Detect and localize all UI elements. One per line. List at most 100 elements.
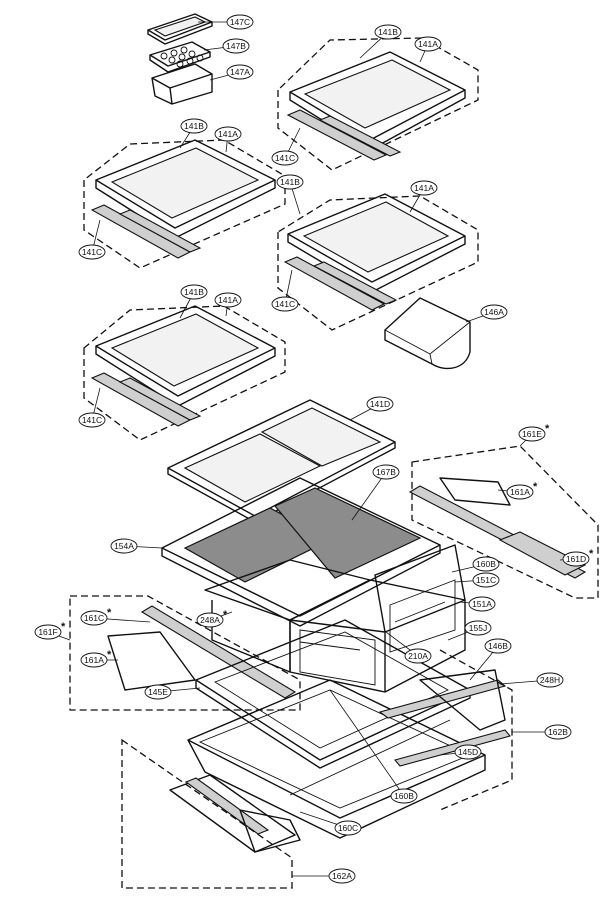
label-bubble <box>410 180 438 196</box>
callout-p160C: 160C <box>299 811 362 836</box>
callout-s1_141C: 141C <box>271 127 301 166</box>
egg-tray <box>149 41 211 67</box>
label-bubble <box>78 412 106 428</box>
part-number-label: 147B <box>226 41 246 51</box>
callout-s2_141B: 141B <box>179 118 208 149</box>
part-number-label: 145E <box>148 687 168 697</box>
part-number-label: 161D <box>566 554 586 564</box>
part-number-label: 151A <box>472 599 492 609</box>
callout-p155J: 155J <box>447 620 492 641</box>
callout-p154A: 154A <box>110 538 163 554</box>
part-number-label: 161A <box>84 655 104 665</box>
egg-tray-assembly <box>147 13 213 105</box>
callout-p161F: 161F* <box>34 621 71 641</box>
callout-p161C: 161C* <box>80 607 151 626</box>
callout-layer: 147C147B147A141B141A141C141B141A141C141B… <box>34 14 594 884</box>
callout-s3_141C: 141C <box>271 269 299 312</box>
callout-p147B: 147B <box>203 38 250 54</box>
callout-p145D: 145D <box>439 744 482 760</box>
part-number-label: 161E <box>522 429 542 439</box>
label-bubble <box>472 572 500 588</box>
part-number-label: 248H <box>540 675 560 685</box>
callout-s4_141C: 141C <box>78 387 106 428</box>
callout-p147C: 147C <box>198 14 254 30</box>
right-rail-assembly <box>408 445 599 599</box>
label-bubble <box>328 868 356 884</box>
label-bubble <box>536 672 564 688</box>
callout-s1_141B: 141B <box>359 24 402 59</box>
callout-p161A_r: 161A* <box>497 481 538 500</box>
label-bubble <box>468 596 496 612</box>
label-bubble <box>372 464 400 480</box>
callout-p161E: 161E* <box>518 423 550 447</box>
label-bubble <box>80 652 108 668</box>
part-number-label: 146B <box>488 641 508 651</box>
crisper-cover-glass <box>167 399 396 523</box>
part-number-label: 161C <box>84 613 104 623</box>
left-rail-assembly <box>69 595 301 711</box>
part-number-label: 141B <box>184 287 204 297</box>
label-bubble <box>562 551 590 567</box>
label-bubble <box>78 244 106 260</box>
part-number-label: 141D <box>370 399 390 409</box>
crisper-cover-frame <box>161 477 441 627</box>
part-number-label: 155J <box>469 623 487 633</box>
label-bubble <box>414 36 442 52</box>
part-number-label: 160C <box>338 823 358 833</box>
right-enclosure <box>439 649 513 811</box>
part-number-label: 210A <box>408 651 428 661</box>
callout-s2_141C: 141C <box>78 219 106 260</box>
shelf-2 <box>83 139 286 269</box>
label-bubble <box>544 724 572 740</box>
part-number-label: 151C <box>476 575 496 585</box>
asterisk-mark: * <box>107 607 112 619</box>
part-number-label: 141A <box>418 39 438 49</box>
part-number-label: 160B <box>394 791 414 801</box>
callout-p161D: 161D* <box>559 548 594 567</box>
part-number-label: 147C <box>230 17 250 27</box>
label-bubble <box>454 744 482 760</box>
callout-p167B: 167B <box>351 464 400 521</box>
label-bubble <box>34 624 62 640</box>
label-bubble <box>214 126 242 142</box>
callout-s1_141A: 141A <box>414 36 442 63</box>
label-bubble <box>222 38 250 54</box>
callout-p146B: 146B <box>469 638 512 681</box>
label-bubble <box>334 820 362 836</box>
shelf-1 <box>277 37 479 171</box>
asterisk-mark: * <box>533 481 538 493</box>
callout-s4_141B: 141B <box>179 284 208 319</box>
part-number-label: 162A <box>332 871 352 881</box>
part-number-label: 167B <box>376 467 396 477</box>
label-bubble <box>180 284 208 300</box>
leader-line <box>329 689 405 797</box>
part-number-label: 141B <box>280 177 300 187</box>
label-bubble <box>480 304 508 320</box>
label-bubble <box>110 538 138 554</box>
callout-p248A: 248A* <box>196 609 233 628</box>
label-bubble <box>404 648 432 664</box>
label-bubble <box>144 684 172 700</box>
part-number-label: 141B <box>378 27 398 37</box>
label-bubble <box>464 620 492 636</box>
shelf-4 <box>83 305 286 441</box>
callout-p210A: 210A <box>385 631 432 664</box>
label-bubble <box>472 556 500 572</box>
part-number-label: 141A <box>414 183 434 193</box>
callout-s2_141A: 141A <box>214 126 242 153</box>
label-bubble <box>271 150 299 166</box>
label-bubble <box>390 788 418 804</box>
egg-bin <box>151 63 213 105</box>
rail-rods <box>378 669 511 767</box>
label-bubble <box>276 174 304 190</box>
label-bubble <box>518 426 546 442</box>
label-bubble <box>214 292 242 308</box>
drawer-group <box>204 544 466 693</box>
part-number-label: 145D <box>458 747 478 757</box>
part-number-label: 161A <box>510 487 530 497</box>
leader-line <box>351 471 387 521</box>
shelf-3 <box>277 193 479 331</box>
callout-p248H: 248H <box>499 672 564 688</box>
